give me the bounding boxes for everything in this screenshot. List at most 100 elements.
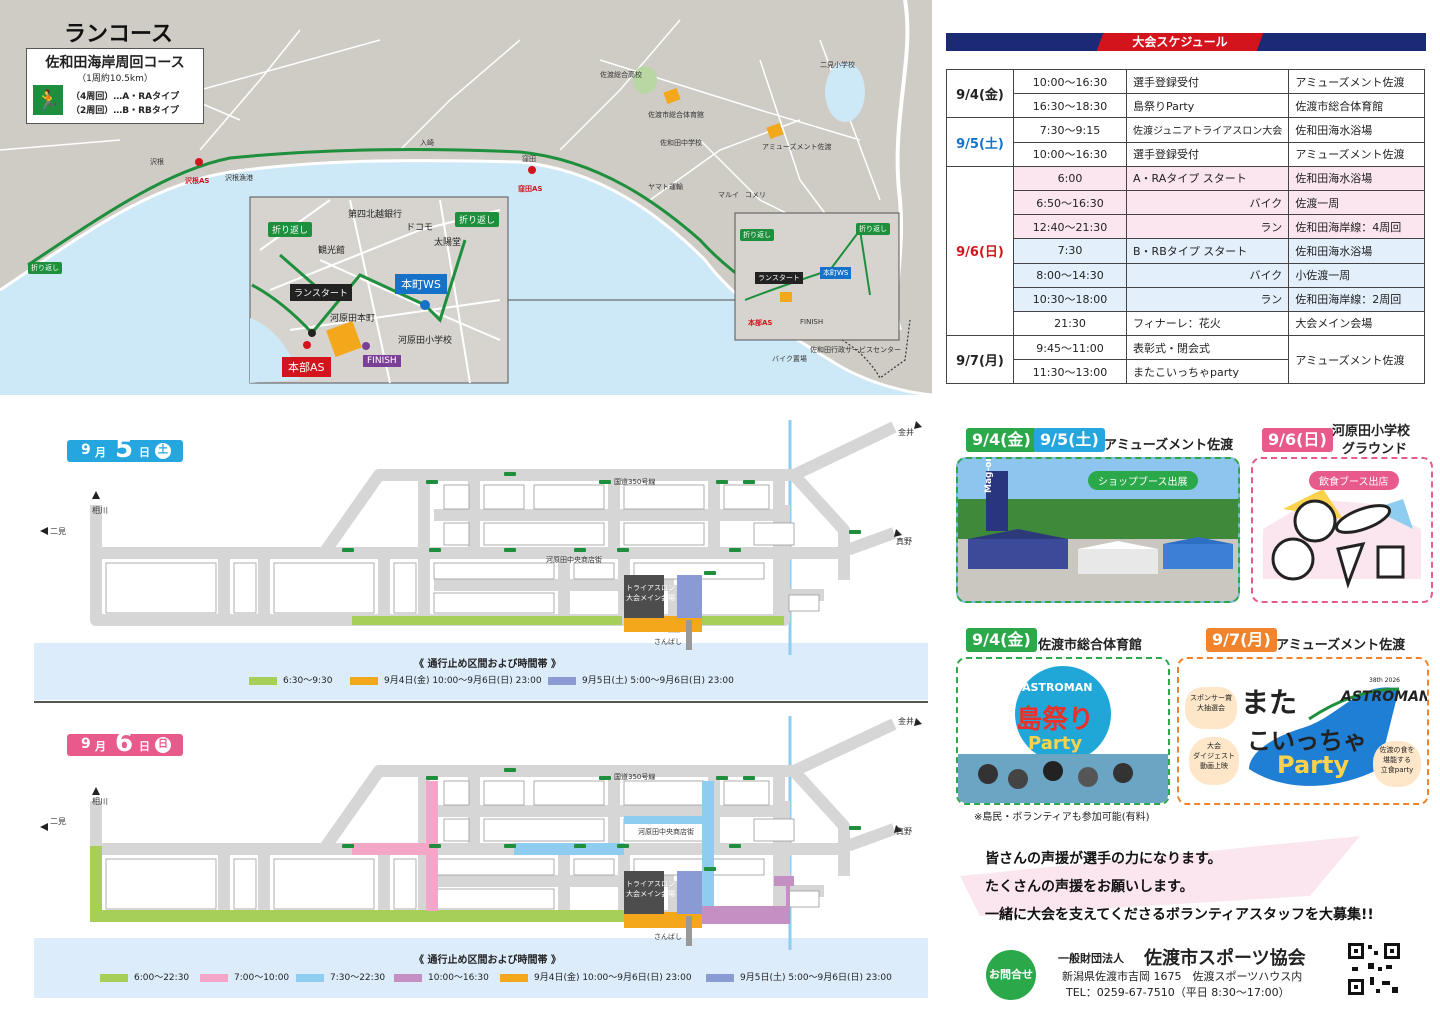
komeri-label: コメリ bbox=[745, 191, 766, 199]
sep5-kanai: 金井 bbox=[898, 428, 914, 437]
sep5-aikawa: 相川 bbox=[92, 506, 108, 515]
party1-title-1: 島祭り bbox=[1016, 705, 1095, 735]
party2-bubble-1: スポンサー賞 大抽選会 bbox=[1185, 687, 1237, 729]
course-lap-b: （2周回）…B・RBタイプ bbox=[71, 106, 179, 116]
venue-cell: 大会メイン会場 bbox=[1288, 310, 1425, 337]
legend-swatch bbox=[350, 676, 378, 685]
party2-bubble-3: 佐渡の食を 堪能する 立食party bbox=[1373, 741, 1421, 787]
legend-label: 6:30～9:30 bbox=[283, 676, 333, 686]
course-distance: （1周約10.5km） bbox=[77, 74, 153, 84]
sep5-route350: 国道350号線 bbox=[614, 478, 656, 486]
table-row: 9/7(月) 9:45～11:00 表彰式・閉会式 アミューズメント佐渡 bbox=[946, 335, 1425, 385]
date-cell-0907: 9/7(月) bbox=[946, 335, 1014, 385]
sep5-date-badge: 9 月 5 日 土 bbox=[67, 434, 183, 464]
center-inset-venue bbox=[326, 321, 362, 357]
right-finish-label: FINISH bbox=[800, 318, 824, 326]
party2-title-3: Party bbox=[1277, 751, 1350, 779]
table-row: 16:30～18:30 島祭りParty 佐渡市総合体育館 bbox=[947, 93, 1425, 119]
legend-label: 9月4日(金) 10:00～9月6日(日) 23:00 bbox=[534, 973, 692, 983]
sep6-legend-5: 9月4日(金) 10:00～9月6日(日) 23:00 bbox=[500, 970, 692, 983]
legend-label: 10:00～16:30 bbox=[428, 973, 489, 983]
inset-school-label: 河原田小学校 bbox=[398, 336, 453, 346]
center-honbu-point bbox=[303, 341, 311, 349]
legend-swatch bbox=[200, 973, 228, 982]
venue-cell: アミューズメント佐渡 bbox=[1288, 141, 1425, 167]
sep5-venue-2: 大会メイン会場 bbox=[626, 594, 675, 602]
party2-illustration bbox=[1249, 687, 1400, 786]
venue-cell: 佐和田海岸線：4周回 bbox=[1288, 214, 1425, 240]
sep5-day-unit: 日 bbox=[139, 446, 150, 459]
sep6-legend-6: 9月5日(土) 5:00～9月6日(日) 23:00 bbox=[706, 970, 892, 983]
legend-swatch bbox=[394, 973, 422, 982]
legend-label: 7:30～22:30 bbox=[330, 973, 386, 983]
legend-label: 6:00～22:30 bbox=[134, 973, 190, 983]
party2-logo: ASTROMAN bbox=[1341, 689, 1429, 705]
shop-date-badge-1: 9/4(金) bbox=[966, 428, 1037, 452]
bubble-text: 立食party bbox=[1380, 766, 1414, 774]
sep6-mano: 真野 bbox=[896, 827, 912, 836]
venue-cell: 佐渡一周 bbox=[1288, 189, 1425, 216]
food-date-badge: 9/6(日) bbox=[1262, 428, 1333, 452]
sep5-legend-title: 《 通行止め区間および時間帯 》 bbox=[414, 659, 561, 670]
time-cell: 11:30～13:00 bbox=[1013, 359, 1127, 385]
park bbox=[633, 66, 657, 94]
sep6-legend-title: 《 通行止め区間および時間帯 》 bbox=[414, 955, 561, 966]
bubble-text: 大抽選会 bbox=[1197, 704, 1225, 712]
closure-map-sep5: 9 月 5 日 土 金井 真野 二見 相川 国道350号線 河原田中央商店街 ト… bbox=[34, 405, 928, 700]
sep5-legend-1: 6:30～9:30 bbox=[249, 673, 332, 686]
time-cell: 10:00～16:30 bbox=[1013, 68, 1127, 95]
sep6-venue-1: トライアスロン bbox=[626, 880, 675, 888]
divider bbox=[34, 701, 928, 703]
party1-title-2: Party bbox=[1028, 733, 1083, 754]
event-cell: バイク bbox=[1125, 189, 1290, 216]
event-cell: ラン bbox=[1125, 214, 1290, 240]
date-cell-0906: 9/6(日) bbox=[946, 165, 1014, 337]
event-cell: バイク bbox=[1125, 262, 1290, 288]
food-venue-1: 河原田小学校 bbox=[1332, 424, 1411, 439]
message-line-2: たくさんの声援をお願いします。 bbox=[985, 879, 1194, 895]
party1-card: ASTROMAN 島祭り Party bbox=[956, 657, 1170, 805]
event-cell: B・RBタイプ スタート bbox=[1125, 238, 1290, 264]
sep5-legend-3: 9月5日(土) 5:00～9月6日(日) 23:00 bbox=[548, 673, 734, 686]
event-cell: またこいっちゃparty bbox=[1125, 359, 1290, 385]
kubota-label: 窪田 bbox=[522, 155, 536, 163]
time-cell: 6:00 bbox=[1013, 165, 1127, 191]
course-lap-a: （4周回）…A・RAタイプ bbox=[71, 92, 180, 102]
food-illustration bbox=[1263, 489, 1421, 589]
party1-logo: ASTROMAN bbox=[1022, 681, 1093, 694]
party1-photo bbox=[958, 659, 1168, 803]
contact-button[interactable]: お問合せ bbox=[986, 950, 1036, 1000]
amusement-building bbox=[766, 122, 784, 140]
course-info-box: 佐和田海岸周回コース （1周約10.5km） 🏃 （4周回）…A・RAタイプ （… bbox=[26, 48, 204, 124]
food-booth-tag: 飲食ブース出店 bbox=[1309, 471, 1399, 490]
gym-building bbox=[663, 87, 681, 105]
party2-venue: アミューズメント佐渡 bbox=[1276, 638, 1406, 653]
venue-cell: 小佐渡一周 bbox=[1288, 262, 1425, 288]
amusement-label: アミューズメント佐渡 bbox=[762, 143, 832, 151]
legend-swatch bbox=[249, 676, 277, 685]
qr-code-icon bbox=[1346, 941, 1402, 997]
inset-honmachi-label: 河原田本町 bbox=[330, 314, 376, 324]
sep5-weekday: 土 bbox=[155, 443, 171, 459]
high-school-label: 佐渡総合高校 bbox=[600, 71, 642, 79]
bubble-text: 堪能する bbox=[1383, 756, 1411, 764]
org-address: 新潟県佐渡市吉岡 1675 佐渡スポーツハウス内 bbox=[1062, 970, 1303, 983]
party2-title-1: また bbox=[1241, 686, 1298, 719]
service-center-label: 佐和田行政サービスセンター bbox=[810, 346, 901, 354]
inset-turnaround-left: 折り返し bbox=[268, 222, 313, 237]
party2-card: ASTROMAN 38th 2026 また こいっちゃ Party スポンサー賞… bbox=[1177, 657, 1429, 805]
legend-swatch bbox=[548, 676, 576, 685]
party2-bubble-2: 大会 ダイジェスト 動画上映 bbox=[1189, 737, 1239, 785]
marui-label: マルイ bbox=[718, 191, 739, 199]
school-label: 佐和田中学校 bbox=[660, 139, 702, 147]
table-row: 11:30～13:00 またこいっちゃparty bbox=[947, 359, 1425, 385]
right-run-start-label: ランスタート bbox=[755, 272, 803, 284]
sep5-sanbashi: さんばし bbox=[654, 638, 682, 646]
sep6-sanbashi: さんばし bbox=[654, 933, 682, 941]
event-cell: A・RAタイプ スタート bbox=[1125, 165, 1290, 191]
table-row: 10:30～18:00 ラン 佐和田海岸線：2周回 bbox=[947, 286, 1425, 312]
inset-kanko-label: 観光館 bbox=[318, 246, 346, 256]
event-cell: 選手登録受付 bbox=[1125, 141, 1290, 167]
gym-label: 佐渡市総合体育館 bbox=[648, 111, 704, 119]
sep6-day: 6 bbox=[115, 728, 134, 758]
